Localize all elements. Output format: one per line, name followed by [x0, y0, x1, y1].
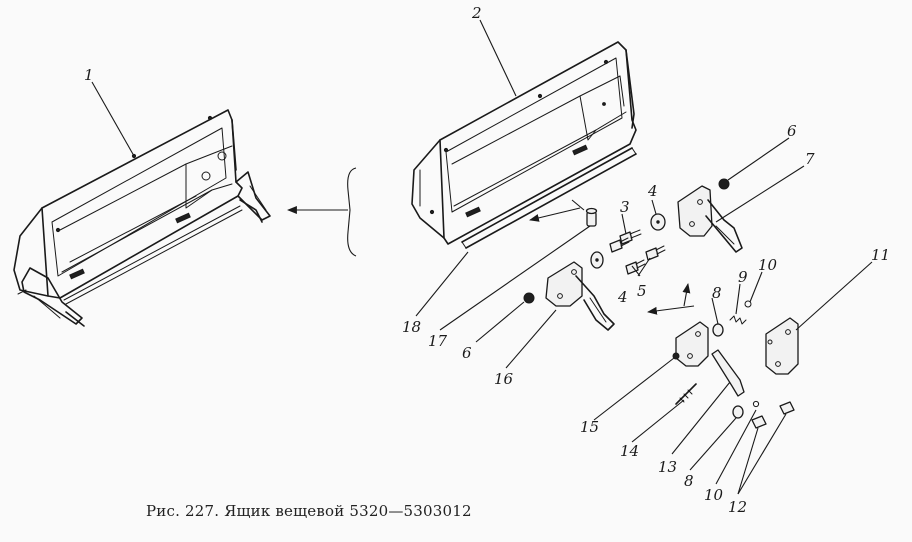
nut-left-part	[523, 292, 535, 304]
small-washer-upper-part	[744, 300, 752, 308]
leader-lines	[91, 19, 873, 495]
label-13: 13	[658, 458, 677, 476]
label-17: 17	[428, 332, 448, 350]
label-7: 7	[805, 150, 815, 168]
glovebox-body	[411, 41, 637, 245]
label-6-right: 6	[787, 122, 797, 140]
figure-caption: Рис. 227. Ящик вещевой 5320—5303012	[146, 502, 472, 520]
label-16: 16	[494, 370, 514, 388]
install-arrow-1-tick	[571, 199, 585, 211]
label-10-upper: 10	[758, 256, 778, 274]
label-1: 1	[84, 66, 94, 84]
hinge-plate-part	[672, 321, 709, 367]
washer-part	[650, 213, 666, 231]
bolts-part	[609, 229, 642, 253]
clips-part	[751, 401, 795, 429]
right-hinge-bracket	[677, 185, 743, 253]
pin-part	[585, 207, 598, 227]
label-5: 5	[637, 282, 647, 300]
install-arrow-3	[682, 283, 691, 307]
assembly-bracket	[347, 167, 357, 257]
left-washer-part	[590, 251, 604, 269]
small-washer-lower-part	[752, 400, 760, 408]
label-14: 14	[620, 442, 639, 460]
label-9: 9	[738, 268, 748, 286]
rubber-strip	[461, 147, 637, 249]
label-4-left: 4	[617, 288, 628, 306]
label-11: 11	[871, 246, 890, 264]
label-15: 15	[580, 418, 599, 436]
label-2: 2	[471, 4, 482, 22]
nut-right-part	[718, 178, 730, 190]
label-4: 4	[647, 182, 658, 200]
install-arrow-2	[647, 305, 695, 315]
label-18: 18	[402, 318, 421, 336]
screw-part	[675, 383, 697, 405]
bolts-pair-part	[625, 245, 666, 275]
label-8-upper: 8	[712, 284, 722, 302]
lever-part	[711, 349, 745, 397]
bushing-upper-part	[712, 323, 724, 337]
cover-plate-part	[765, 317, 799, 375]
assembled-glovebox	[13, 109, 271, 327]
spring-part	[729, 315, 747, 325]
label-10-lower: 10	[704, 486, 724, 504]
label-6-left: 6	[462, 344, 472, 362]
label-8-lower: 8	[684, 472, 694, 490]
label-3: 3	[620, 198, 630, 216]
install-arrow-1	[529, 207, 581, 222]
bushing-lower-part	[732, 405, 744, 419]
label-12: 12	[728, 498, 747, 516]
left-hinge-bracket	[545, 261, 615, 331]
